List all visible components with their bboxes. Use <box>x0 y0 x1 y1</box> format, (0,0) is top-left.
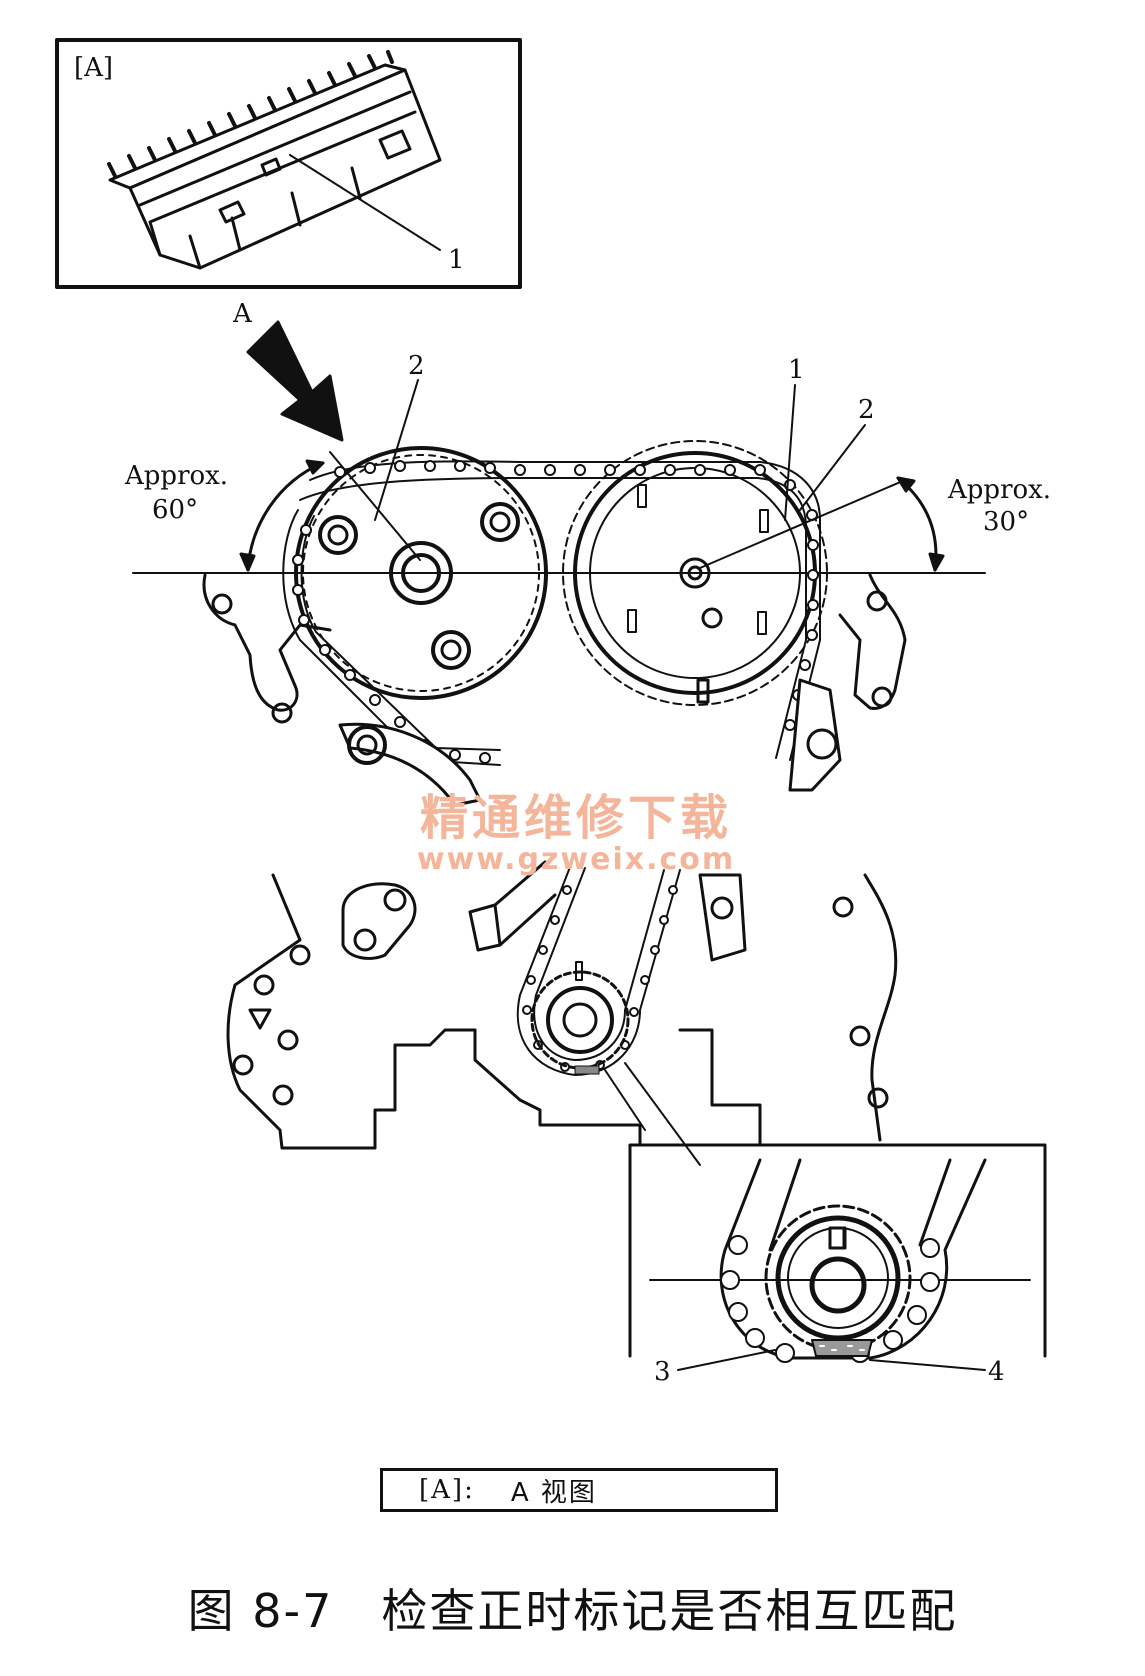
callout-left-2: 2 <box>408 351 425 381</box>
inset-a-panel: [A] 1 <box>55 38 522 289</box>
callout-right-2: 2 <box>858 395 875 425</box>
angle-left-line1: Approx. <box>124 461 228 491</box>
angle-right-line1: Approx. <box>947 475 1051 505</box>
left-sprocket-bolt <box>389 541 453 605</box>
block-outline-left <box>226 873 477 1150</box>
leader-3 <box>677 1349 776 1371</box>
angle-left-line2: 60° <box>152 495 198 525</box>
timing-mark-4 <box>811 1339 873 1357</box>
right-sprocket-center <box>679 557 711 589</box>
lower-crank-assembly <box>226 860 898 1166</box>
inset-callout-1: 1 <box>448 245 465 275</box>
right-chain-guide <box>788 678 842 792</box>
leader-4 <box>869 1359 986 1371</box>
upper-timing-chain <box>282 460 821 766</box>
inset-leader-1 <box>289 154 441 251</box>
angle-right-line2: 30° <box>983 507 1029 537</box>
angle-left: Approx. 60° <box>124 459 325 572</box>
head-casting-right <box>838 573 907 710</box>
legend-key: [A]: <box>419 1475 475 1505</box>
callout-4: 4 <box>988 1357 1005 1387</box>
view-arrow-label: A <box>232 299 253 329</box>
callout-right-1: 1 <box>788 355 805 385</box>
callout-3: 3 <box>654 1357 671 1387</box>
watermark-line2: www.gzweix.com <box>416 842 736 877</box>
watermark: 精通维修下载 www.gzweix.com <box>396 792 756 876</box>
upper-timing-assembly <box>132 440 986 807</box>
head-casting-left <box>202 573 332 712</box>
watermark-line1: 精通维修下载 <box>419 790 732 846</box>
legend-box: [A]: A 视图 <box>380 1468 778 1512</box>
legend-value: A 视图 <box>510 1477 597 1508</box>
upper-callouts: 2 1 2 <box>329 351 906 569</box>
angle-right: Approx. 30° <box>896 475 1051 572</box>
view-arrow-a: A <box>232 299 344 442</box>
figure-caption: 图 8-7 检查正时标记是否相互匹配 <box>187 1584 958 1638</box>
oil-pump-housing <box>473 1028 762 1147</box>
detail-panel: 3 4 <box>628 1143 1047 1387</box>
detail-leader <box>604 1062 701 1166</box>
block-outline-right <box>863 873 898 1142</box>
left-cam-sprocket <box>294 446 548 700</box>
inset-sprocket-drawing <box>107 50 442 270</box>
inset-a-tag: [A] <box>74 53 113 83</box>
